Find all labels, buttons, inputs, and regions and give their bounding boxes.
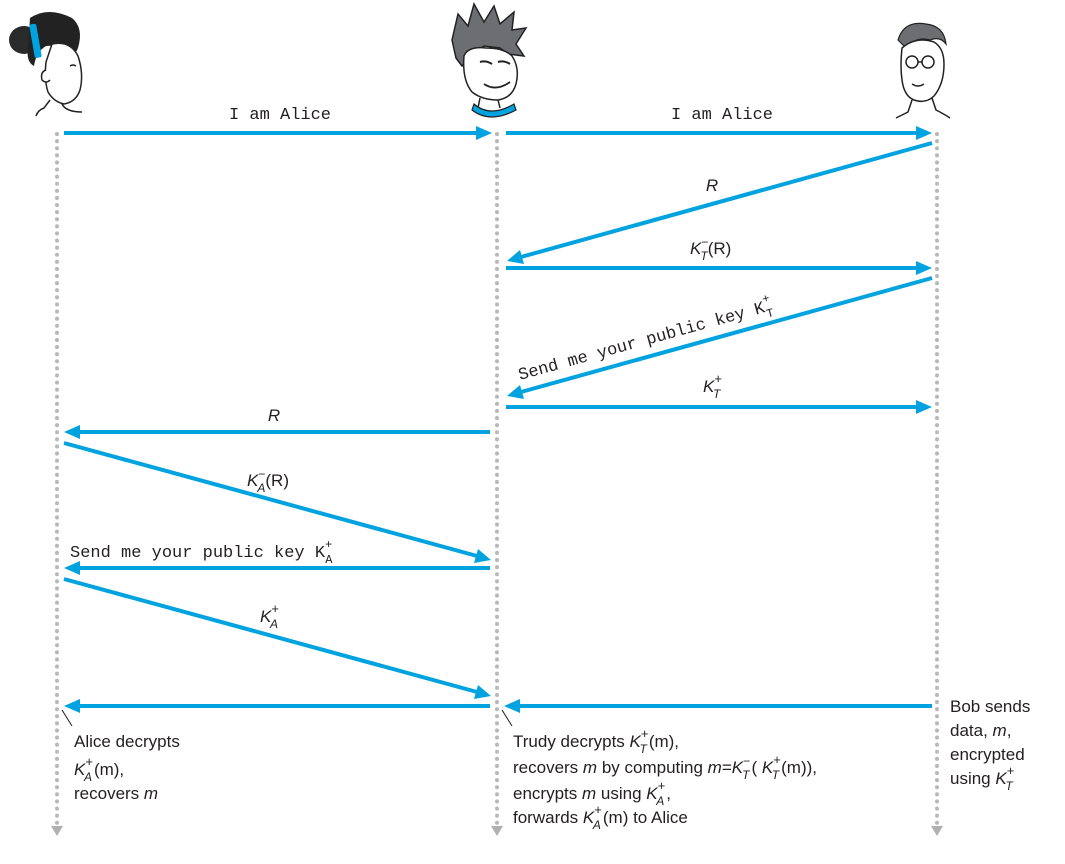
lifeline-alice [51,132,63,836]
svg-text:Bob sends: Bob sends [950,697,1030,716]
message-arrow-1 [64,126,492,140]
message-arrow-6 [506,400,932,414]
svg-text:Alice decrypts: Alice decrypts [74,732,180,751]
alice-icon [9,12,83,117]
message-arrow-4 [506,261,932,275]
svg-text:forwards K+A(m) to Alice: forwards K+A(m) to Alice [513,802,688,832]
svg-text:using K+T: using K+T [950,763,1014,793]
svg-text:encrypted: encrypted [950,745,1025,764]
trudy-note-pointer [501,709,513,727]
message-arrow-3 [507,141,933,264]
svg-text:data, m,: data, m, [950,721,1011,740]
message-arrow-9 [64,561,490,575]
message-label-1: I am Alice [229,106,331,125]
message-label-3: R [706,176,718,195]
alice-note-pointer [61,709,73,727]
svg-text:K+A(m),: K+A(m), [74,754,124,784]
message-label-9: Send me your public key K+A [70,538,333,567]
svg-text:Trudy decrypts K+T(m),: Trudy decrypts K+T(m), [513,726,679,756]
svg-text:recovers m: recovers m [74,784,158,803]
message-arrow-2 [506,126,932,140]
svg-text:Send me your public key K+T: Send me your public key K+T [515,292,776,390]
message-label-5: Send me your public key K+T [515,292,776,390]
trudy-note: Trudy decrypts K+T(m), recovers m by com… [513,726,817,832]
message-label-7: R [268,406,280,425]
bob-note: Bob sends data, m, encrypted using K+T [950,697,1030,793]
message-label-6: K+T [703,371,722,401]
svg-text:recovers m by computing m=K−T(: recovers m by computing m=K−T( K+T(m)), [513,752,817,782]
message-arrow-10 [63,577,491,699]
message-arrow-8 [63,441,491,563]
message-label-2: I am Alice [671,106,773,125]
message-label-10: K+A [260,601,279,631]
lifeline-trudy [491,132,503,836]
message-arrow-7 [64,425,490,439]
message-arrow-11 [64,699,490,713]
message-label-4: K−T(R) [690,235,731,263]
bob-icon [895,22,951,119]
svg-text:encrypts m using K+A,: encrypts m using K+A, [513,778,671,808]
lifeline-bob [931,132,943,836]
message-label-8: K−A(R) [247,467,289,495]
message-arrow-5 [507,276,933,399]
trudy-icon [451,2,528,118]
alice-note: Alice decrypts K+A(m), recovers m [74,732,180,803]
message-arrow-12 [504,699,932,713]
